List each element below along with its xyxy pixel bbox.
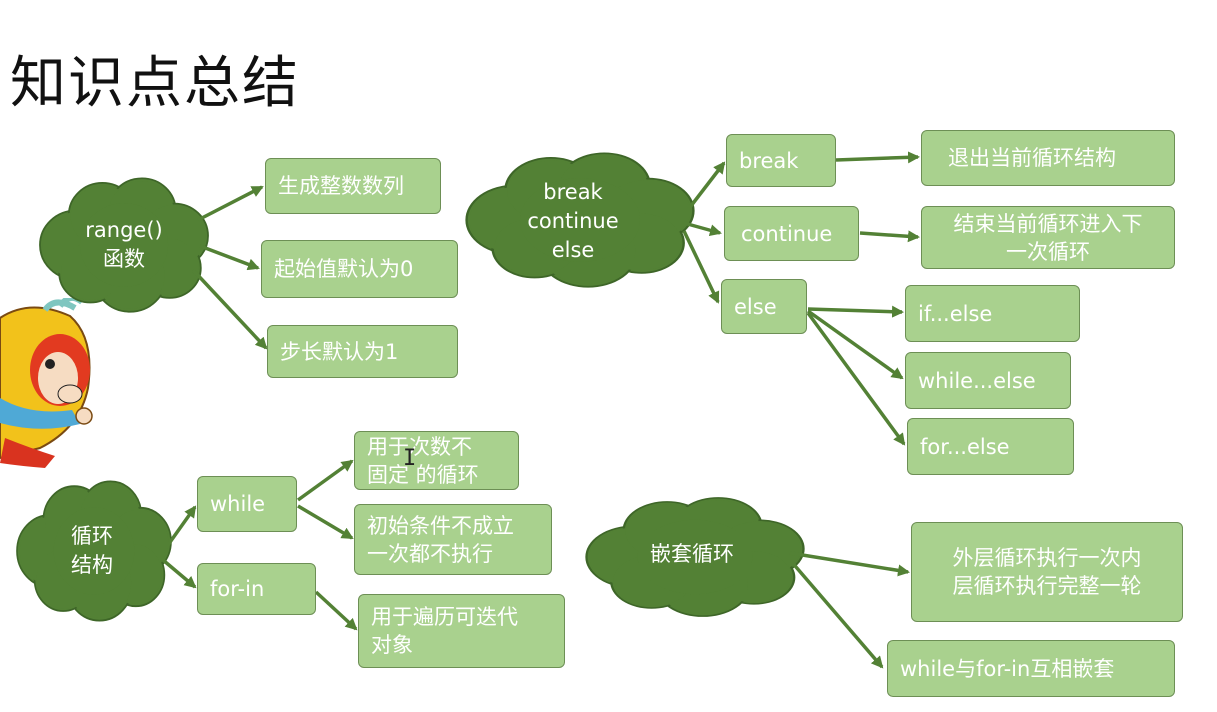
- arrow-bce-continue: [683, 221, 722, 237]
- arrow-range-step: [191, 268, 268, 350]
- arrow-nest-desc2: [788, 558, 884, 669]
- box-nest-desc-1: 外层循环执行一次内 层循环执行完整一轮: [911, 522, 1183, 622]
- box-else: else: [721, 279, 807, 334]
- page-title: 知识点总结: [10, 51, 300, 116]
- range-cloud-label: range() 函数: [85, 218, 163, 271]
- break-cloud-label: break continue else: [527, 179, 619, 262]
- arrow-continue-desc: [859, 230, 920, 243]
- break-continue-else-cloud: break continue else: [503, 175, 643, 267]
- forin-desc-text: 用于遍历可迭代 对象: [371, 605, 518, 657]
- arrow-loop-forin: [161, 558, 197, 589]
- nest-desc1-text: 外层循环执行一次内 层循环执行完整一轮: [952, 546, 1142, 598]
- range-cloud: range() 函数: [64, 210, 184, 280]
- arrow-break-desc: [835, 151, 920, 164]
- box-forin-desc: 用于遍历可迭代 对象: [358, 594, 565, 668]
- box-for-in: for-in: [197, 563, 316, 615]
- box-break: break: [726, 134, 836, 187]
- box-continue: continue: [724, 206, 859, 261]
- nested-loop-cloud: 嵌套循环: [628, 536, 756, 572]
- box-for-else: for...else: [907, 418, 1074, 475]
- arrow-else-for: [806, 311, 906, 446]
- box-if-else: if...else: [905, 285, 1080, 342]
- box-start-default: 起始值默认为0: [261, 240, 458, 298]
- nest-cloud-label: 嵌套循环: [650, 541, 734, 566]
- text-cursor-icon: I: [403, 446, 417, 471]
- arrow-forin-desc: [314, 590, 358, 631]
- arrow-loop-while: [161, 505, 197, 554]
- arrow-bce-break: [682, 161, 726, 217]
- box-while-else: while...else: [905, 352, 1071, 409]
- while-desc1-text: 用于次数不 固定 的循环: [367, 434, 479, 487]
- box-while-desc-2: 初始条件不成立 一次都不执行: [354, 504, 552, 575]
- loop-cloud-label: 循环 结构: [71, 524, 113, 577]
- arrow-range-gen: [197, 185, 264, 222]
- arrow-range-start: [199, 244, 260, 271]
- box-step-default: 步长默认为1: [267, 325, 458, 378]
- arrow-while-desc1: [296, 459, 354, 502]
- loop-structure-cloud: 循环 结构: [44, 516, 140, 586]
- continue-desc-text: 结束当前循环进入下 一次循环: [953, 211, 1143, 264]
- arrow-while-desc2: [297, 504, 354, 540]
- arrow-bce-else: [682, 230, 720, 304]
- box-break-desc: 退出当前循环结构: [921, 130, 1175, 186]
- box-while-desc-1: 用于次数不 固定 的循环: [354, 431, 519, 490]
- monkey-mascot-icon: [0, 298, 93, 468]
- box-generate-int-list: 生成整数数列: [265, 158, 441, 214]
- arrow-else-while: [806, 309, 904, 380]
- box-continue-desc: 结束当前循环进入下 一次循环: [921, 206, 1175, 269]
- arrow-else-if: [807, 305, 904, 318]
- box-nest-desc-2: while与for-in互相嵌套: [887, 640, 1175, 697]
- arrow-nest-desc1: [789, 551, 910, 577]
- box-while: while: [197, 476, 297, 532]
- while-desc2-text: 初始条件不成立 一次都不执行: [367, 513, 514, 566]
